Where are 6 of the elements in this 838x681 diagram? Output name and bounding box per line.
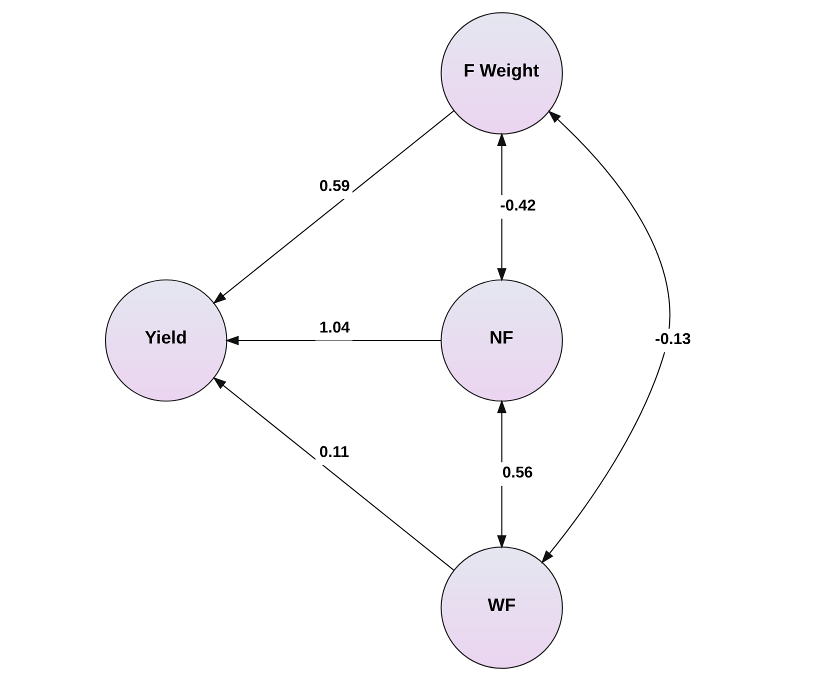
edge-label: 0.11 xyxy=(319,444,350,461)
edge-label: 1.04 xyxy=(319,319,350,336)
edge-label: -0.13 xyxy=(655,331,691,348)
edge-label: 0.56 xyxy=(502,464,533,482)
edge-label: 0.59 xyxy=(319,178,350,195)
edge-label: -0.42 xyxy=(500,197,536,214)
